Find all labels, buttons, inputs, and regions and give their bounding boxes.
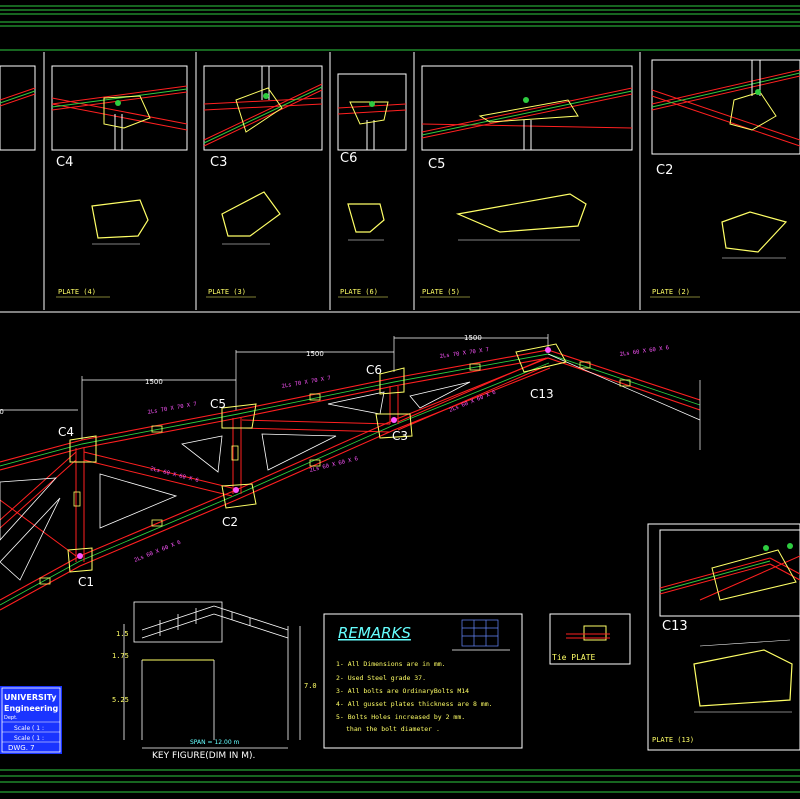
plate-label-6: PLATE (6) [340,288,378,296]
remark-5-cont: than the bolt diameter . [346,725,440,733]
c13-detail-label: C13 [662,619,688,634]
node-label-c2: C2 [222,515,238,529]
plate-label-3: PLATE (3) [208,288,246,296]
detail-label-c3: C3 [210,155,227,170]
node-label-c5: C5 [210,397,226,411]
title-dept: Dept. [4,715,18,721]
detail-label-c4: C4 [56,155,73,170]
plate-label-5: PLATE (5) [422,288,460,296]
key-dim-3: 5.25 [112,696,129,704]
remark-5: 5- Bolts Holes increased by 2 mm. [336,713,465,721]
tie-plate-box: Tie PLATE [549,613,631,665]
node-label-c3: C3 [392,429,408,443]
detail-label-c5: C5 [428,157,445,172]
drawing-frame [0,5,800,793]
key-dim-4: 7.0 [304,682,317,690]
key-dim-2: 1.75 [112,652,129,660]
title-scale-2: Scale ( 1 : [14,735,44,742]
node-label-c1: C1 [78,575,94,589]
key-figure: 1.5 1.75 5.25 7.0 SPAN = 12.00 m KEY FIG… [112,601,317,761]
c13-detail: C13 PLATE (13) [647,523,800,751]
dim-span-4: 1500 [0,408,4,416]
remark-3: 3- All bolts are OrdinaryBolts M14 [336,687,469,695]
remarks-icon [452,619,510,651]
title-block: UNIVERSITy Engineering Dept. Scale ( 1 :… [0,686,62,754]
detail-label-c6: C6 [340,151,357,166]
key-span: SPAN = 12.00 m [190,739,240,746]
key-dim-1: 1.5 [116,630,129,638]
remarks-title: REMARKS [338,624,411,642]
tie-plate-label: Tie PLATE [552,653,596,662]
node-label-c4: C4 [58,425,74,439]
key-figure-caption: KEY FIGURE(DIM IN M). [152,751,255,761]
remarks-box: REMARKS 1- All Dimensions are in mm. 2- … [323,613,523,749]
plate-label-2: PLATE (2) [652,288,690,296]
node-label-c13: C13 [530,387,554,401]
title-engineering: Engineering [4,704,59,713]
detail-panels: C4 C3 C6 C5 C2 PLATE (4) PLATE (3) PLATE… [0,52,800,313]
plate-label-4: PLATE (4) [58,288,96,296]
title-dwg: DWG. 7 [8,744,35,752]
title-university: UNIVERSITy [4,693,57,702]
remark-2: 2- Used Steel grade 37. [336,674,426,682]
remark-1: 1- All Dimensions are in mm. [336,660,446,668]
detail-label-c2: C2 [656,163,673,178]
c13-plate-label: PLATE (13) [652,736,694,744]
node-label-c6: C6 [366,363,382,377]
dim-span-2: 1500 [306,350,324,358]
remark-4: 4- All gusset plates thickness are 8 mm. [336,700,493,708]
dim-span-3: 1500 [145,378,163,386]
title-scale-1: Scale ( 1 : [14,725,44,732]
dim-span-1: 1500 [464,334,482,342]
